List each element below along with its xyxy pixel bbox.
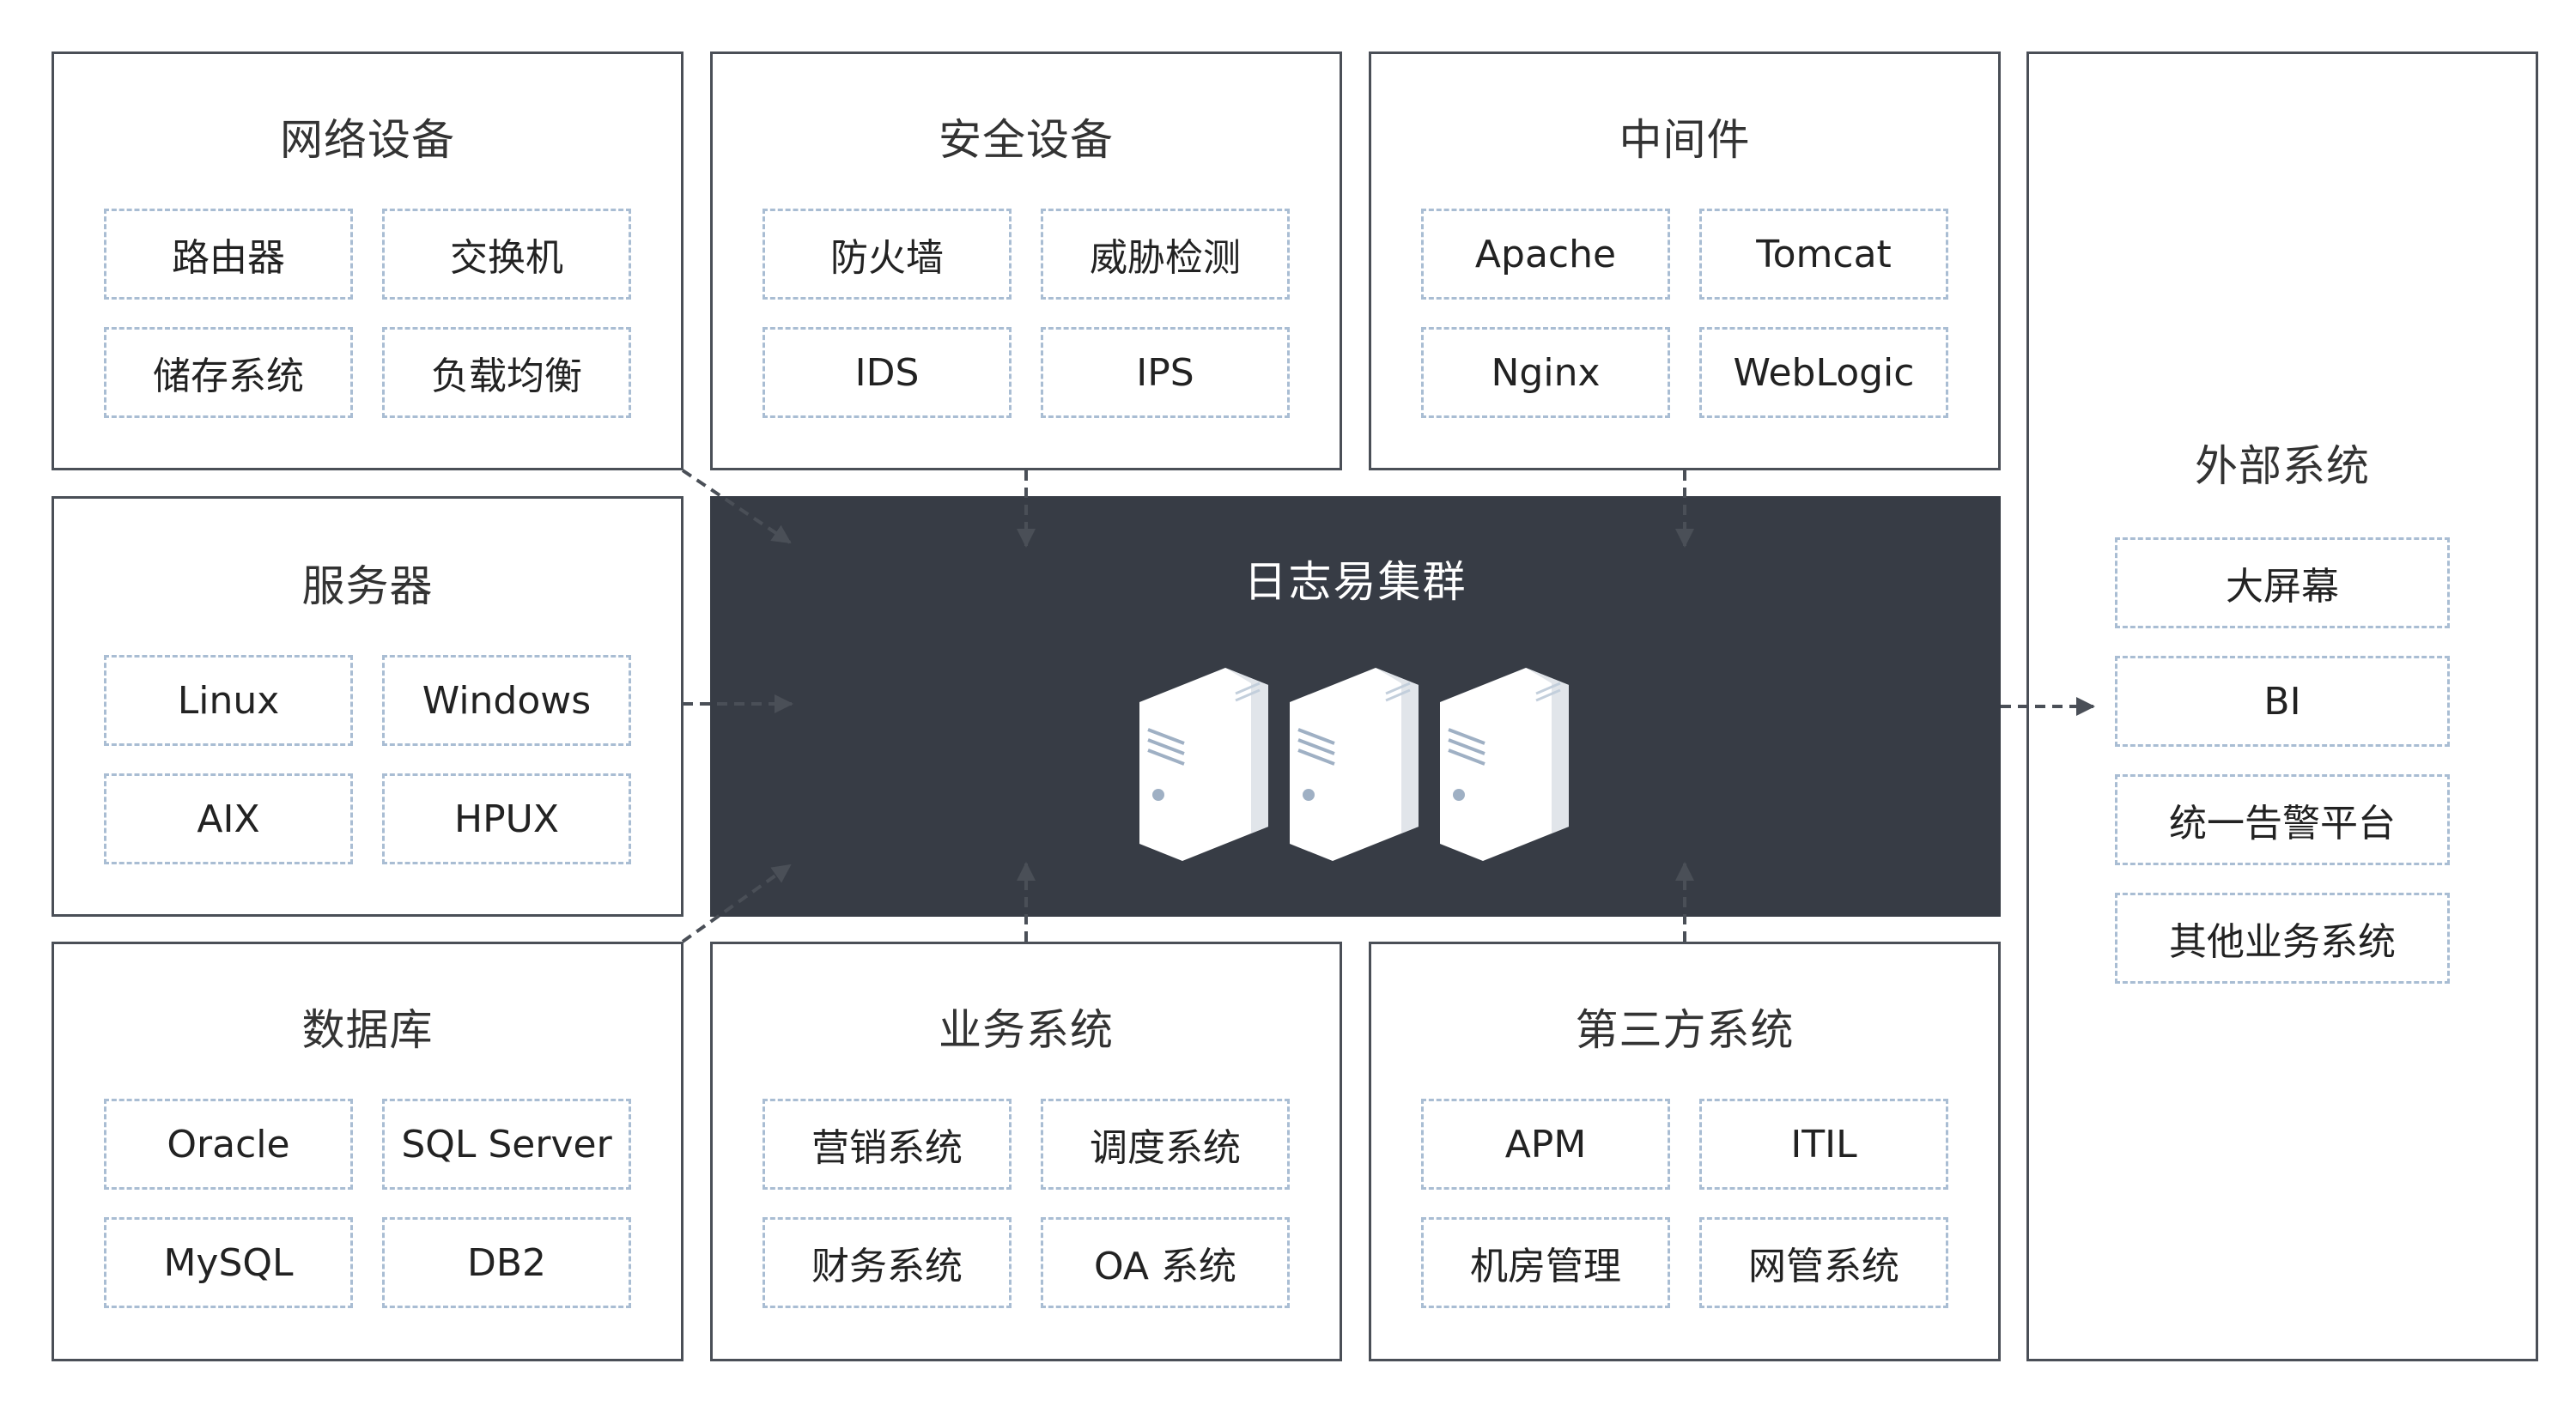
item-threat-detection: 威胁检测 — [1041, 209, 1290, 300]
group-middleware: 中间件 Apache Tomcat Nginx WebLogic — [1369, 52, 2001, 470]
item-nginx: Nginx — [1421, 327, 1670, 418]
item-ids: IDS — [762, 327, 1012, 418]
item-bi: BI — [2115, 656, 2450, 747]
item-itil: ITIL — [1699, 1099, 1948, 1190]
item-apm: APM — [1421, 1099, 1670, 1190]
item-load-balancer: 负载均衡 — [382, 327, 631, 418]
item-dispatch: 调度系统 — [1041, 1099, 1290, 1190]
group-security: 安全设备 防火墙 威胁检测 IDS IPS — [710, 52, 1342, 470]
cluster-title: 日志易集群 — [1243, 557, 1467, 607]
group-server: 服务器 Linux Windows AIX HPUX — [52, 496, 683, 917]
item-aix: AIX — [104, 773, 353, 864]
group-title: 外部系统 — [2195, 441, 2370, 491]
arrow-icon — [681, 469, 792, 544]
group-title: 业务系统 — [939, 1005, 1114, 1055]
item-db2: DB2 — [382, 1217, 631, 1308]
item-network-mgmt: 网管系统 — [1699, 1217, 1948, 1308]
group-database: 数据库 Oracle SQL Server MySQL DB2 — [52, 942, 683, 1361]
item-windows: Windows — [382, 655, 631, 746]
item-apache: Apache — [1421, 209, 1670, 300]
item-switch: 交换机 — [382, 209, 631, 300]
item-finance: 财务系统 — [762, 1217, 1012, 1308]
group-title: 网络设备 — [280, 115, 455, 165]
group-business: 业务系统 营销系统 调度系统 财务系统 OA 系统 — [710, 942, 1342, 1361]
group-network: 网络设备 路由器 交换机 储存系统 负载均衡 — [52, 52, 683, 470]
item-firewall: 防火墙 — [762, 209, 1012, 300]
item-router: 路由器 — [104, 209, 353, 300]
group-thirdparty: 第三方系统 APM ITIL 机房管理 网管系统 — [1369, 942, 2001, 1361]
group-title: 第三方系统 — [1575, 1005, 1795, 1055]
log-cluster: 日志易集群 — [710, 496, 2001, 917]
item-ips: IPS — [1041, 327, 1290, 418]
item-big-screen: 大屏幕 — [2115, 537, 2450, 628]
item-hpux: HPUX — [382, 773, 631, 864]
item-tomcat: Tomcat — [1699, 209, 1948, 300]
group-external: 外部系统 大屏幕 BI 统一告警平台 其他业务系统 — [2026, 52, 2538, 1361]
group-title: 数据库 — [301, 1005, 434, 1055]
item-oracle: Oracle — [104, 1099, 353, 1190]
item-other-business: 其他业务系统 — [2115, 893, 2450, 984]
arrow-icon — [681, 864, 792, 943]
item-marketing: 营销系统 — [762, 1099, 1012, 1190]
item-linux: Linux — [104, 655, 353, 746]
item-weblogic: WebLogic — [1699, 327, 1948, 418]
item-mysql: MySQL — [104, 1217, 353, 1308]
group-title: 中间件 — [1619, 115, 1751, 165]
item-sql-server: SQL Server — [382, 1099, 631, 1190]
item-alert-platform: 统一告警平台 — [2115, 774, 2450, 865]
group-title: 服务器 — [301, 561, 434, 611]
item-storage: 储存系统 — [104, 327, 353, 418]
item-oa: OA 系统 — [1041, 1217, 1290, 1308]
item-machine-room: 机房管理 — [1421, 1217, 1670, 1308]
group-title: 安全设备 — [939, 115, 1114, 165]
